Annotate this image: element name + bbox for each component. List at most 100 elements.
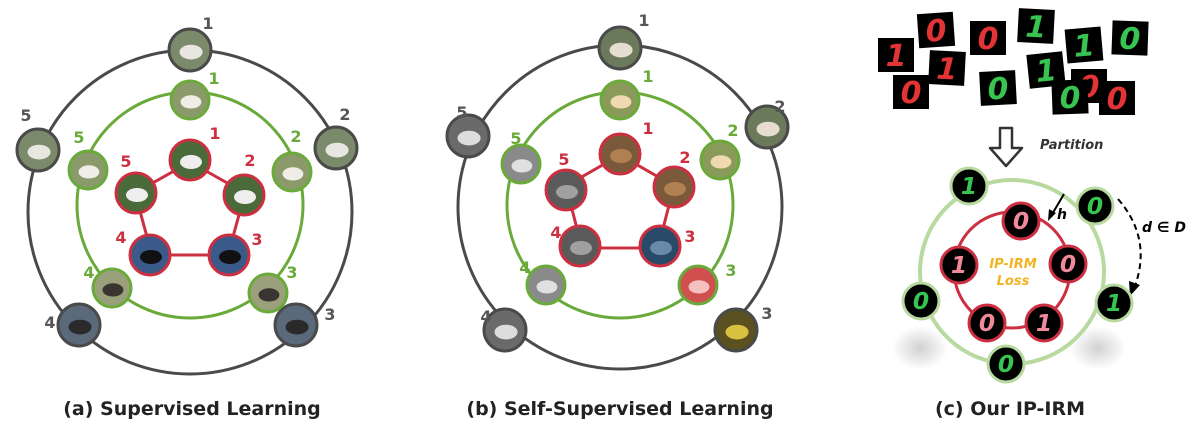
middle-ring-node: 4 (83, 263, 133, 309)
inner-digit-node: 1 (1024, 303, 1064, 343)
grayscale-cat-subject (556, 185, 578, 199)
grayscale-cat-subject (570, 241, 592, 255)
inner-ring-label: 5 (120, 152, 131, 171)
digit-tile-bg (1111, 20, 1149, 56)
digit-tile-bg (979, 70, 1017, 106)
digit-tile: 0 (1099, 81, 1135, 117)
outer-ring-label: 4 (44, 313, 55, 332)
grayscale-puppy-subject (511, 159, 533, 173)
inner-ring-node: 4 (550, 223, 602, 268)
horse-subject (609, 42, 633, 58)
inner-ring-label: 2 (679, 148, 690, 167)
shadow-left (892, 326, 948, 370)
digit-tile-text: 0 (1119, 22, 1141, 58)
dark-dog-subject (102, 283, 124, 297)
outer-ring-node: 2 (744, 97, 790, 150)
inner-digit-node-text: 1 (1036, 309, 1052, 337)
caption-a: (a) Supervised Learning (63, 398, 321, 420)
middle-ring-node: 1 (169, 69, 220, 121)
dark-horse-subject (285, 319, 309, 335)
outer-ring-node: 3 (713, 304, 773, 353)
digit-tile: 1 (1026, 51, 1066, 90)
inner-digit-node-bg (1024, 303, 1064, 343)
outer-ring-label: 3 (761, 304, 772, 323)
digit-tile-bg (1064, 26, 1104, 64)
digit-tile-bg (1017, 8, 1055, 44)
curved-dashed-arrow-icon (1117, 198, 1142, 296)
tabby-cat-subject (664, 182, 686, 196)
digit-tile: 0 (1051, 79, 1089, 116)
outer-ring-node: 4 (44, 302, 102, 348)
middle-ring-node: 3 (247, 263, 298, 314)
outer-ring-label: 2 (339, 105, 350, 124)
outer-digit-node-bg (949, 166, 989, 206)
inner-digit-node: 0 (1048, 244, 1088, 284)
grayscale-puppy-subject (536, 280, 558, 294)
middle-ring-label: 3 (286, 263, 297, 282)
outer-ring-label: 1 (638, 11, 649, 30)
digit-tile-text: 0 (924, 13, 947, 49)
inner-digit-node-text: 0 (979, 309, 995, 337)
middle-ring-label: 4 (519, 258, 530, 277)
middle-ring-node: 2 (699, 121, 741, 181)
inner-digit-node-text: 0 (1060, 250, 1076, 278)
caption-b: (b) Self-Supervised Learning (466, 398, 774, 420)
digit-tile: 1 (928, 50, 966, 88)
outer-digit-node-text: 1 (961, 172, 977, 200)
yellow-tinted-horse-subject (725, 324, 749, 340)
outer-ring-node: 3 (273, 302, 336, 348)
middle-ring-node: 3 (677, 261, 737, 306)
inner-ring-node: 5 (544, 150, 588, 212)
black-cat-subject (140, 250, 162, 264)
digit-tile-bg (1051, 79, 1089, 115)
grayscale-horse-subject (494, 324, 518, 340)
white-dog-subject (282, 167, 304, 181)
middle-ring-node: 1 (599, 67, 654, 121)
inner-ring-label: 5 (558, 150, 569, 169)
white-dog-subject (78, 165, 100, 179)
inner-digit-node-bg (1001, 201, 1041, 241)
outer-digit-node-text: 0 (998, 350, 1014, 378)
inner-ring-node: 4 (115, 228, 172, 277)
d-label: d ∈ D (1142, 220, 1186, 236)
loss-label-line1: IP-IRM (989, 257, 1036, 272)
inner-ring-node: 3 (207, 230, 263, 277)
white-horse-subject (325, 142, 349, 158)
horse-subject (756, 121, 780, 137)
h-arrow-icon (1048, 193, 1065, 221)
digit-tile-bg (916, 11, 956, 49)
outer-digit-node: 0 (901, 281, 941, 321)
inner-digit-node-bg (967, 303, 1007, 343)
outer-ring-label: 5 (456, 103, 467, 122)
tabby-cat-subject (610, 149, 632, 163)
black-cat-subject (219, 250, 241, 264)
white-horse-subject (179, 44, 203, 60)
inner-digit-node-text: 1 (951, 251, 967, 279)
outer-digit-node: 1 (1094, 283, 1134, 323)
white-cat-subject (180, 155, 202, 169)
middle-ring-label: 5 (510, 129, 521, 148)
white-horse-subject (27, 144, 51, 160)
inner-ring-label: 2 (244, 151, 255, 170)
outer-digit-node-bg (1075, 186, 1115, 226)
digit-tile-text: 1 (1025, 9, 1048, 45)
outer-ring-label: 5 (20, 106, 31, 125)
digit-tile-text: 0 (987, 71, 1010, 107)
inner-ring-label: 3 (684, 227, 695, 246)
middle-ring-node: 2 (271, 127, 313, 193)
digit-tile-bg (1099, 81, 1135, 115)
digit-tile: 1 (1064, 26, 1104, 65)
arrow-down-icon (988, 126, 1024, 168)
dark-dog-subject (258, 288, 280, 302)
outer-digit-node-text: 1 (1106, 289, 1122, 317)
middle-ring-label: 4 (83, 263, 94, 282)
digit-tile-bg (970, 21, 1006, 55)
h-label: h (1057, 207, 1067, 223)
middle-ring-label: 2 (290, 127, 301, 146)
inner-digit-node: 1 (939, 245, 979, 285)
grayscale-horse-subject (457, 130, 481, 146)
